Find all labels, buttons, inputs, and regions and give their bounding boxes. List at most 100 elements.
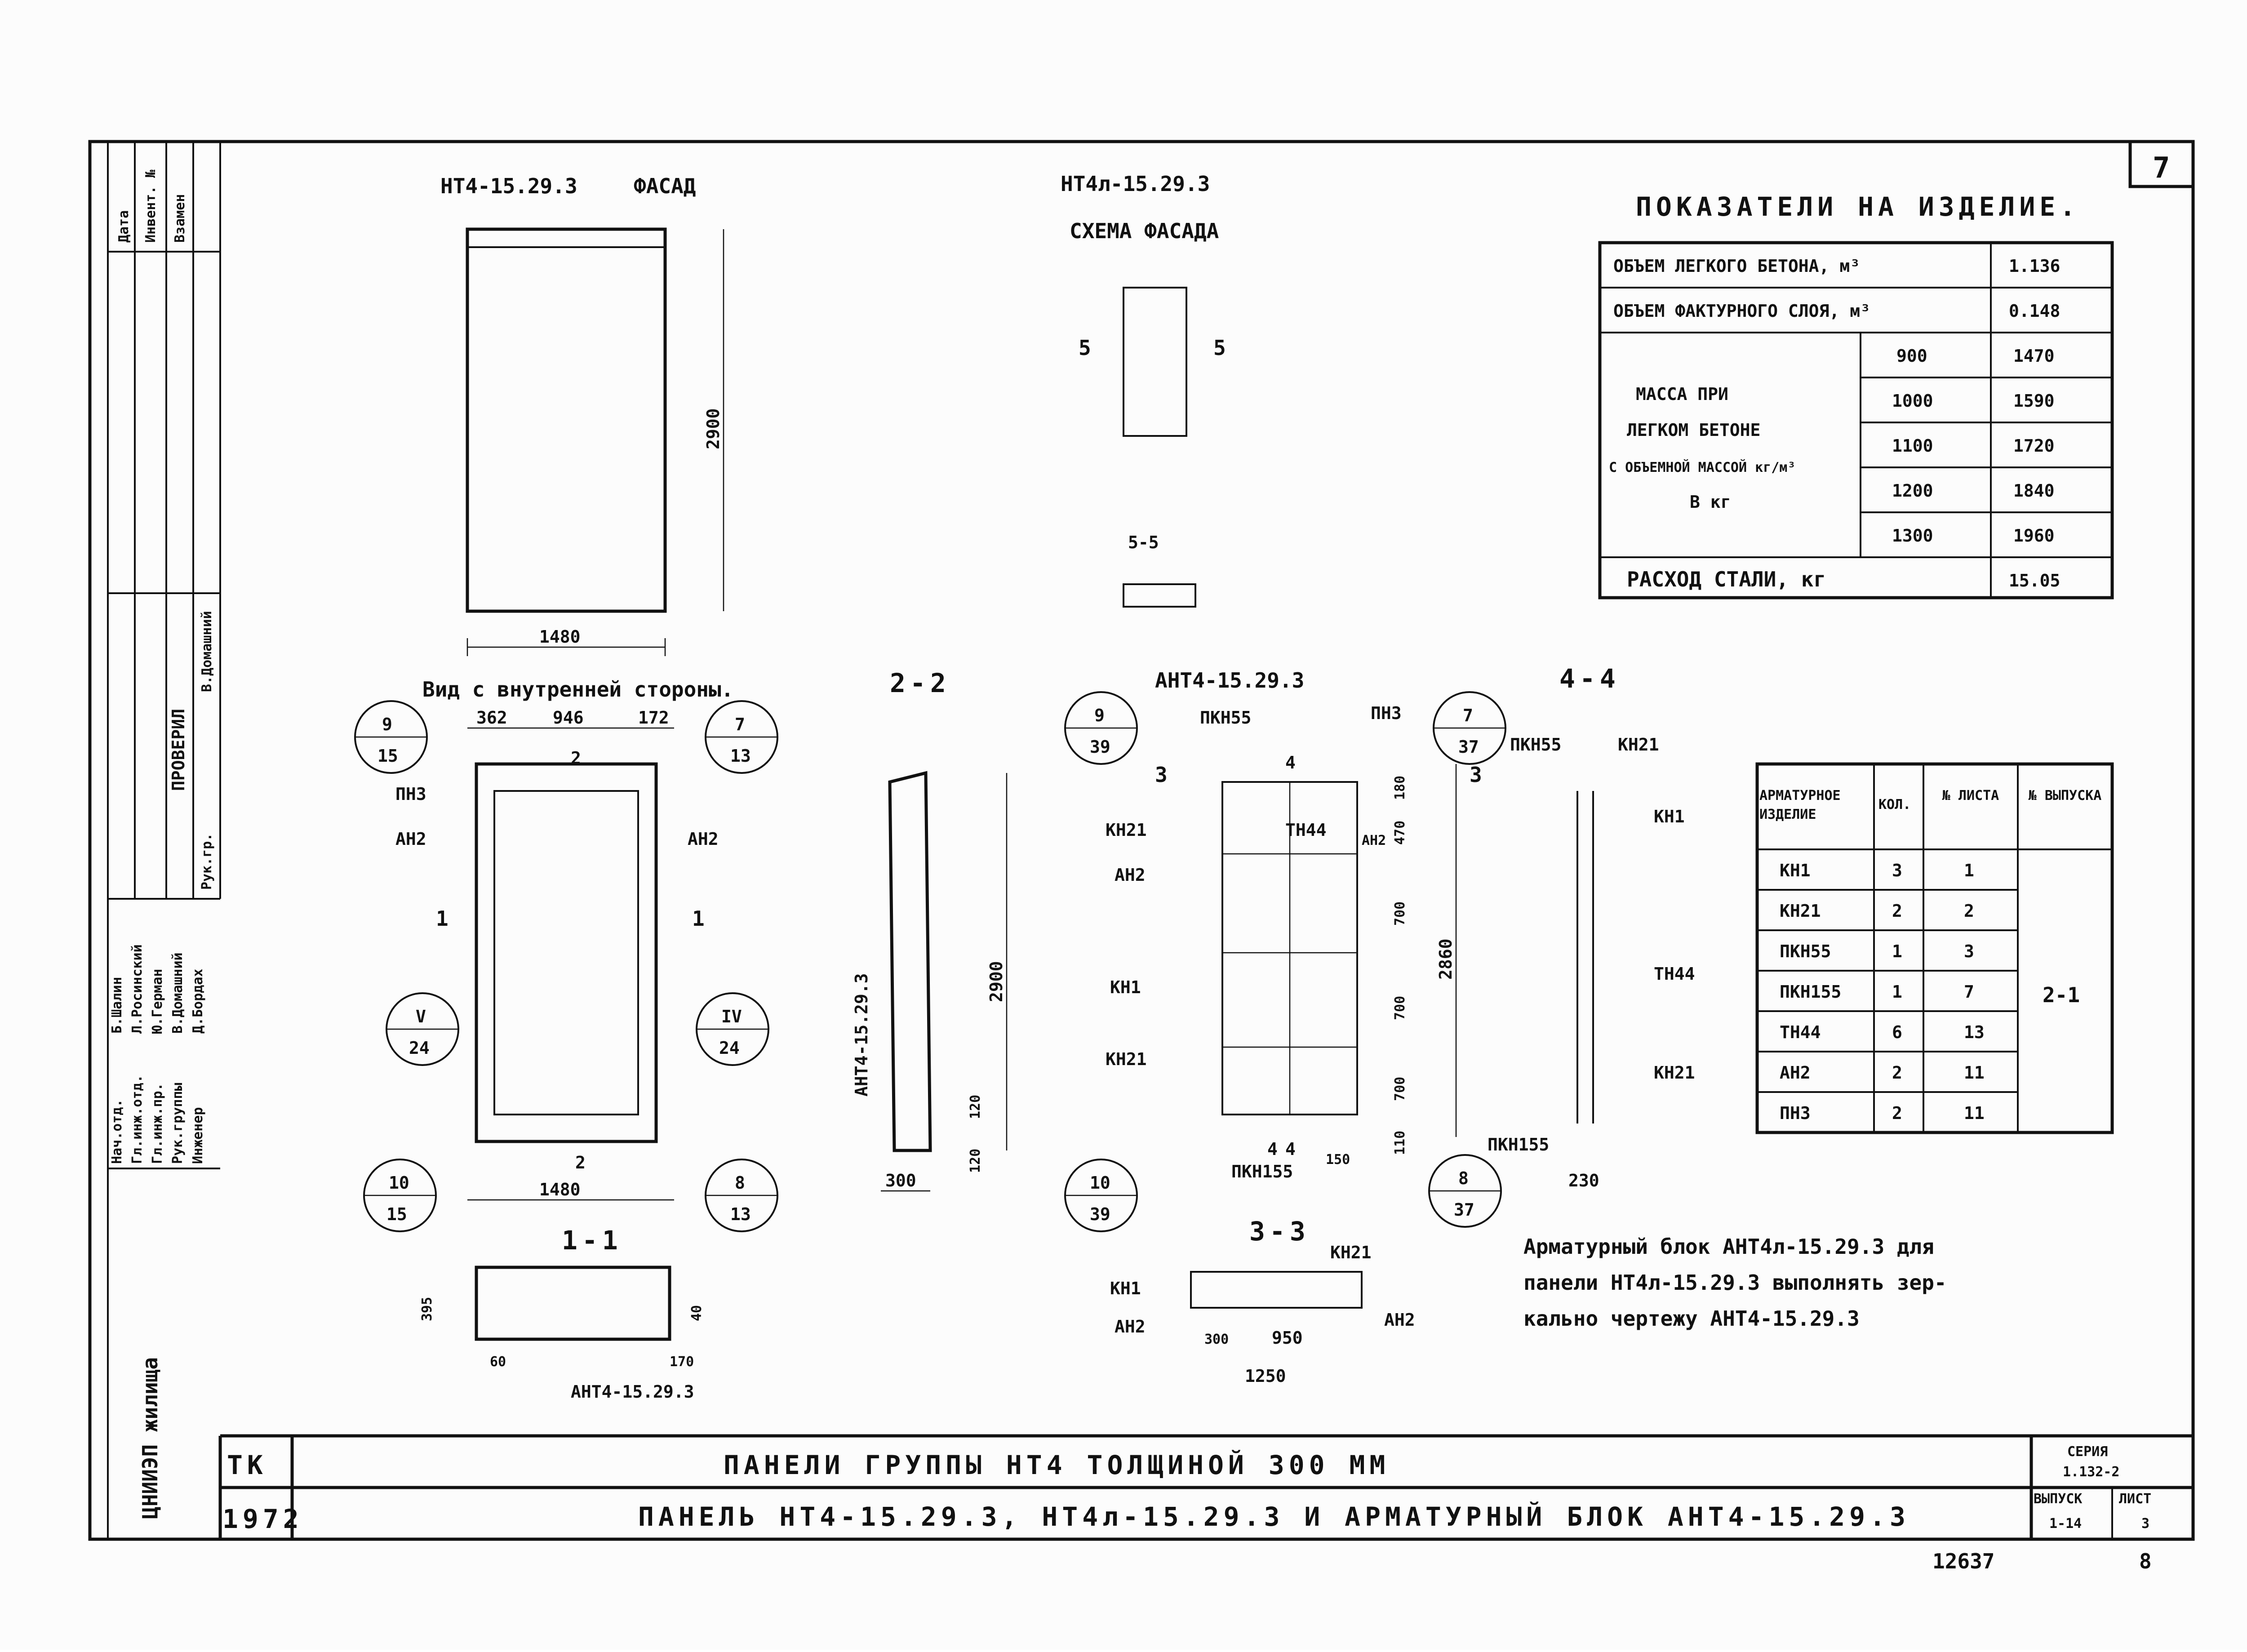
title-line-1: ПАНЕЛИ ГРУППЫ НТ4 ТОЛЩИНОЙ 300 ММ	[724, 1449, 1390, 1480]
facade-height: 2900	[703, 408, 723, 449]
svg-text:1.132-2: 1.132-2	[2063, 1464, 2119, 1480]
svg-text:КОЛ.: КОЛ.	[1878, 797, 1911, 813]
svg-text:11: 11	[1964, 1103, 1985, 1123]
svg-text:1100: 1100	[1892, 436, 1933, 456]
mirror-scheme: НТ4л-15.29.3 СХЕМА ФАСАДА 5 5 5-5	[1061, 172, 1226, 608]
section-5-5-label: 5-5	[1128, 533, 1159, 552]
svg-text:395: 395	[419, 1297, 435, 1321]
svg-text:МАССА ПРИ: МАССА ПРИ	[1636, 384, 1728, 404]
svg-text:700: 700	[1392, 901, 1408, 926]
svg-text:ЛЕГКОМ БЕТОНЕ: ЛЕГКОМ БЕТОНЕ	[1627, 420, 1760, 440]
svg-text:170: 170	[670, 1354, 694, 1370]
svg-text:Д.Бордах: Д.Бордах	[190, 969, 206, 1034]
svg-text:15.05: 15.05	[2009, 571, 2060, 591]
tk-label: ТК	[227, 1450, 267, 1480]
svg-text:7: 7	[1964, 982, 1974, 1002]
section-3-3: 3-3 КН21 КН1 АН2 АН2 300 950 1250	[1110, 1216, 1415, 1386]
section-1-1: 395 40 60 170 АНТ4-15.29.3	[419, 1266, 705, 1402]
svg-text:150: 150	[1326, 1152, 1350, 1168]
svg-text:СЕРИЯ: СЕРИЯ	[2067, 1444, 2108, 1460]
svg-text:362: 362	[476, 708, 507, 728]
indicators-table: ПОКАЗАТЕЛИ НА ИЗДЕЛИЕ. ОБЪЕМ ЛЕГКОГО БЕТ…	[1598, 191, 2114, 600]
svg-text:4: 4	[1285, 1139, 1296, 1159]
svg-text:панели НТ4л-15.29.3 выполнять: панели НТ4л-15.29.3 выполнять зер-	[1523, 1270, 1947, 1295]
svg-text:8: 8	[735, 1173, 745, 1193]
svg-text:ПКН155: ПКН155	[1231, 1162, 1293, 1181]
svg-text:ТН44: ТН44	[1780, 1022, 1821, 1042]
svg-text:КН1: КН1	[1110, 1279, 1141, 1298]
archive-page: 8	[2139, 1549, 2152, 1573]
svg-text:1: 1	[1964, 861, 1974, 880]
svg-text:ЛИСТ: ЛИСТ	[2119, 1491, 2151, 1507]
svg-text:АН2: АН2	[1384, 1310, 1415, 1330]
svg-text:1250: 1250	[1245, 1366, 1286, 1386]
section-2-2: 2-2 АНТ4-15.29.3 2900 120 120 300	[852, 668, 1008, 1192]
svg-text:ТН44: ТН44	[1285, 820, 1327, 840]
svg-text:8: 8	[1458, 1168, 1469, 1188]
section-2-2-label: 2-2	[890, 668, 950, 698]
svg-text:3: 3	[1155, 763, 1168, 787]
svg-text:37: 37	[1458, 737, 1479, 757]
svg-text:Нач.отд.: Нач.отд.	[109, 1099, 125, 1164]
svg-text:4: 4	[1285, 753, 1296, 773]
svg-text:АН2: АН2	[1115, 865, 1146, 885]
rebar-table: АРМАТУРНОЕ ИЗДЕЛИЕ КОЛ. № ЛИСТА № ВЫПУСК…	[1755, 762, 2114, 1134]
svg-text:АН2: АН2	[1780, 1063, 1811, 1083]
svg-text:946: 946	[553, 708, 584, 728]
title-block: ТК 1972 ПАНЕЛИ ГРУППЫ НТ4 ТОЛЩИНОЙ 300 М…	[218, 1434, 2193, 1539]
facade-view: НТ4-15.29.3 ФАСАД 1480 2900	[440, 174, 724, 656]
stamp-org: ЦНИИЭП жилища	[138, 1357, 162, 1519]
svg-text:1840: 1840	[2013, 481, 2055, 501]
mirror-title: СХЕМА ФАСАДА	[1070, 219, 1219, 243]
svg-text:АН2: АН2	[395, 829, 426, 849]
svg-text:13: 13	[1964, 1022, 1985, 1042]
sheet-number-box	[2128, 140, 2195, 188]
svg-text:Л.Росинский: Л.Росинский	[129, 944, 145, 1034]
stamp-checked-name: В.Домашний	[199, 611, 215, 692]
svg-text:АН2: АН2	[1362, 833, 1386, 848]
svg-text:Гл.инж.пр.: Гл.инж.пр.	[150, 1083, 165, 1164]
node-bubbles-inner: 9 15 7 13 V 24 IV 24 10 15 8 13	[354, 700, 778, 1232]
svg-text:24: 24	[409, 1038, 430, 1058]
svg-text:40: 40	[689, 1305, 705, 1321]
svg-text:Ю.Герман: Ю.Герман	[150, 969, 165, 1034]
svg-text:3: 3	[1892, 861, 1902, 880]
svg-text:9: 9	[382, 715, 392, 734]
svg-text:15: 15	[377, 746, 398, 766]
stamp-checked-role: Рук.гр.	[199, 833, 215, 890]
svg-text:Гл.инж.отд.: Гл.инж.отд.	[129, 1075, 145, 1164]
svg-text:ПКН155: ПКН155	[1488, 1135, 1549, 1155]
svg-text:13: 13	[730, 1204, 751, 1224]
svg-text:2900: 2900	[986, 961, 1006, 1002]
block-mark: АНТ4-15.29.3	[1155, 668, 1304, 693]
svg-text:2: 2	[1892, 901, 1902, 921]
node-bubbles-block: 9 39 7 37 10 39 8 37	[1064, 691, 1506, 1232]
section-1-1-label: 1-1	[562, 1225, 622, 1256]
section-4-4: 4-4 ПКН55 КН21 КН1 ТН44 КН21 ПКН155 230	[1488, 663, 1695, 1190]
year-label: 1972	[222, 1504, 303, 1534]
svg-text:2: 2	[1964, 901, 1974, 921]
svg-text:КН1: КН1	[1654, 807, 1685, 826]
inner-width: 1480	[539, 1180, 581, 1199]
svg-text:С ОБЪЕМНОЙ МАССОЙ кг/м³: С ОБЪЕМНОЙ МАССОЙ кг/м³	[1609, 459, 1795, 475]
svg-text:АНТ4-15.29.3: АНТ4-15.29.3	[571, 1382, 694, 1402]
svg-text:700: 700	[1392, 1077, 1408, 1101]
svg-text:2-1: 2-1	[2043, 983, 2080, 1007]
svg-text:10: 10	[1090, 1173, 1110, 1193]
svg-text:ОБЪЕМ ЛЕГКОГО БЕТОНА, м³: ОБЪЕМ ЛЕГКОГО БЕТОНА, м³	[1613, 256, 1860, 276]
sheet-number: 7	[2153, 151, 2173, 185]
stamp-inv-label: Инвент. №	[143, 169, 159, 243]
svg-text:Б.Шалин: Б.Шалин	[109, 977, 125, 1034]
svg-text:37: 37	[1454, 1200, 1474, 1220]
svg-text:1: 1	[1892, 982, 1902, 1002]
cut-5-left: 5	[1079, 336, 1091, 360]
svg-text:1590: 1590	[2013, 391, 2055, 411]
svg-text:3: 3	[1964, 941, 1974, 961]
svg-text:ПКН55: ПКН55	[1200, 708, 1251, 728]
stamp-date-label: Дата	[116, 210, 132, 243]
svg-text:0.148: 0.148	[2009, 301, 2060, 321]
svg-text:ТН44: ТН44	[1654, 964, 1695, 984]
svg-text:ПКН55: ПКН55	[1510, 735, 1561, 755]
svg-text:470: 470	[1392, 821, 1408, 845]
